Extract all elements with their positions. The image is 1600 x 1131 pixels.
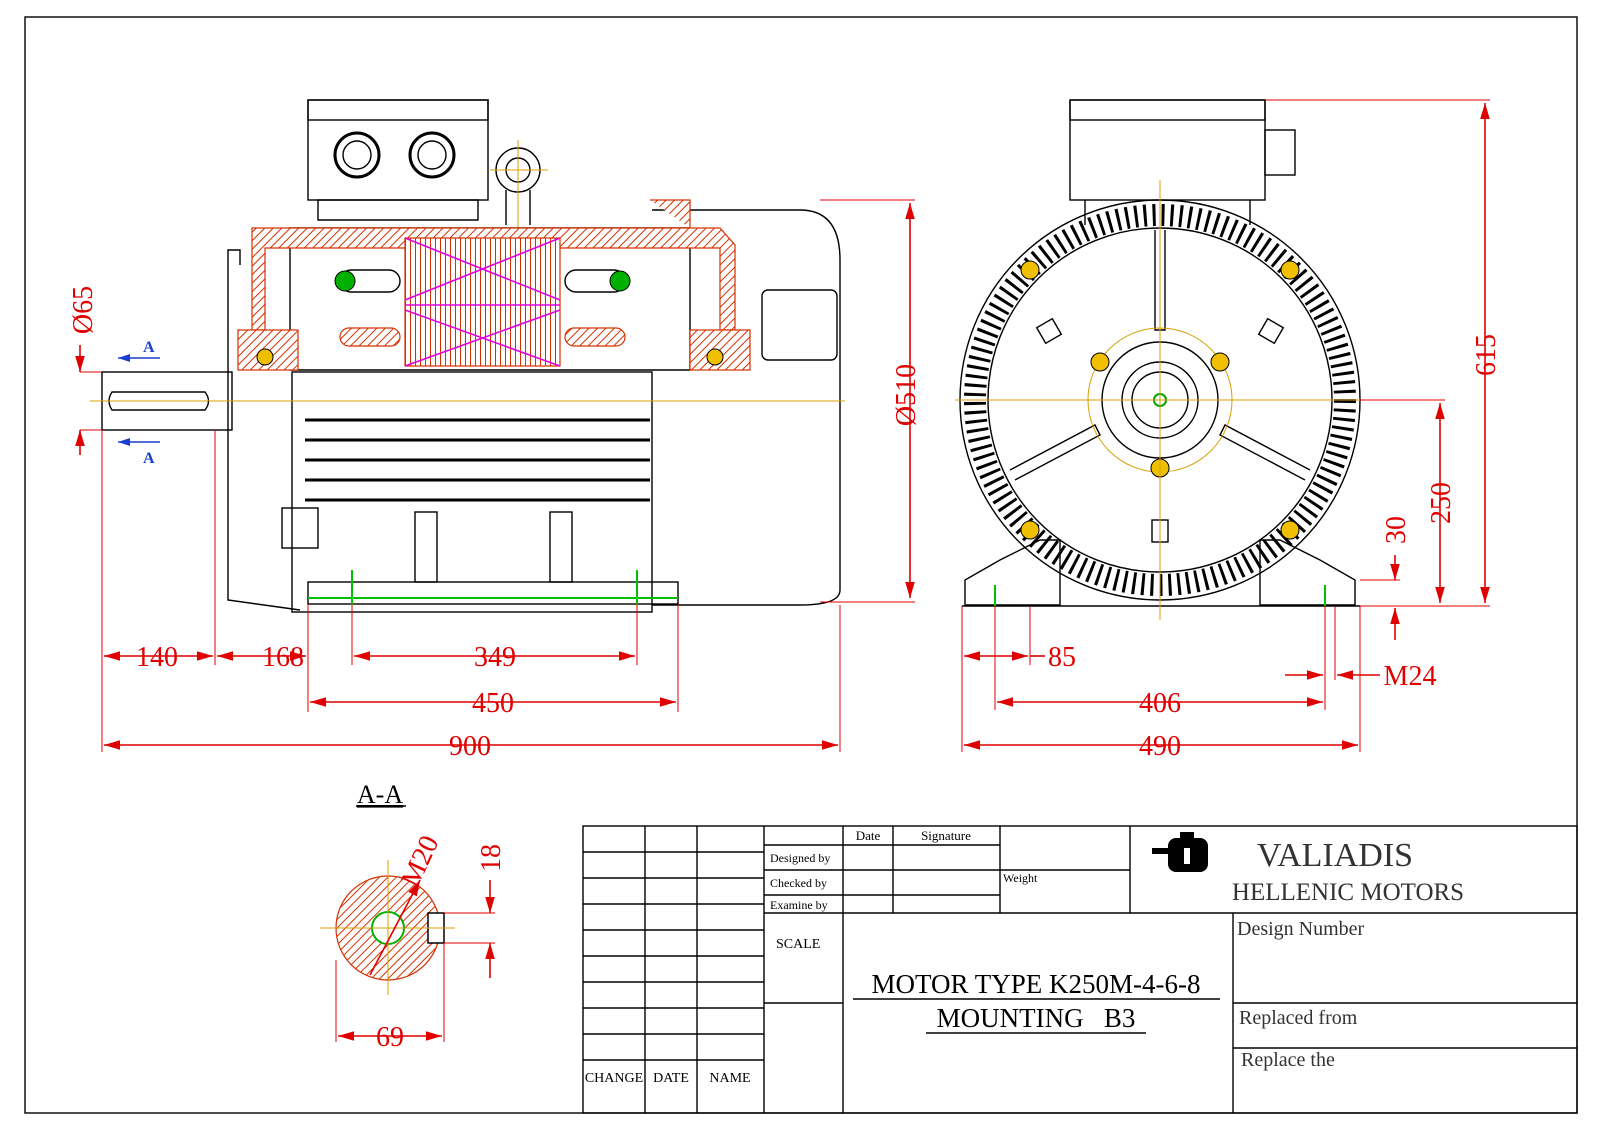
- replaced-from-label: Replaced from: [1239, 1007, 1358, 1029]
- name-header: NAME: [709, 1071, 750, 1086]
- side-view: [90, 99, 845, 613]
- company-name: VALIADIS: [1257, 837, 1413, 874]
- foot-hole-width-label: 406: [1139, 688, 1181, 719]
- shaft-length-label: 140: [136, 642, 178, 673]
- designed-by-label: Designed by: [770, 851, 830, 865]
- end-view: [955, 99, 1365, 620]
- foot-height-label: 30: [1381, 516, 1412, 544]
- mounting-label: MOUNTING B3: [937, 1003, 1136, 1033]
- section-arrow-label-2: A: [143, 450, 155, 467]
- signature-column-header: Signature: [921, 828, 971, 843]
- design-number-label: Design Number: [1237, 918, 1365, 940]
- bolt-size-label: M24: [1384, 661, 1437, 692]
- end-dimensions: 615 250 30 85 M24 406 490: [961, 99, 1502, 762]
- section-view: A-A M20 18 69: [320, 780, 507, 1053]
- replace-the-label: Replace the: [1241, 1049, 1335, 1071]
- examine-by-label: Examine by: [770, 898, 828, 912]
- weight-label: Weight: [1003, 871, 1038, 885]
- title-block: CHANGE DATE NAME Date Signature Designed…: [582, 825, 1578, 1114]
- foot-edge-label: 85: [1048, 642, 1076, 673]
- foot-hole-spacing-label: 349: [474, 642, 516, 673]
- overall-height-label: 615: [1471, 334, 1502, 376]
- key-width-label: 18: [476, 844, 507, 872]
- company-subtitle: HELLENIC MOTORS: [1232, 879, 1464, 906]
- scale-label: SCALE: [776, 937, 820, 952]
- thread-label: M20: [395, 831, 445, 892]
- date-header: DATE: [653, 1071, 689, 1086]
- section-title: A-A: [357, 780, 403, 809]
- change-header: CHANGE: [585, 1071, 643, 1086]
- shaft-height-label: 250: [1426, 482, 1457, 524]
- section-arrow-label: A: [143, 339, 155, 356]
- foot-length-label: 450: [472, 688, 514, 719]
- c-dimension-label: 168: [262, 642, 304, 673]
- key-dimension-label: 69: [376, 1022, 404, 1053]
- drawing-title: MOTOR TYPE K250M-4-6-8: [871, 969, 1200, 999]
- overall-length-label: 900: [449, 731, 491, 762]
- shaft-diameter-label: Ø65: [68, 286, 99, 334]
- side-dimensions: Ø65 A A Ø510 140 168 349 450 900: [68, 199, 922, 762]
- checked-by-label: Checked by: [770, 876, 827, 890]
- frame-diameter-label: Ø510: [891, 364, 922, 426]
- overall-width-label: 490: [1139, 731, 1181, 762]
- date-column-header: Date: [856, 828, 881, 843]
- company-logo: [1152, 832, 1208, 872]
